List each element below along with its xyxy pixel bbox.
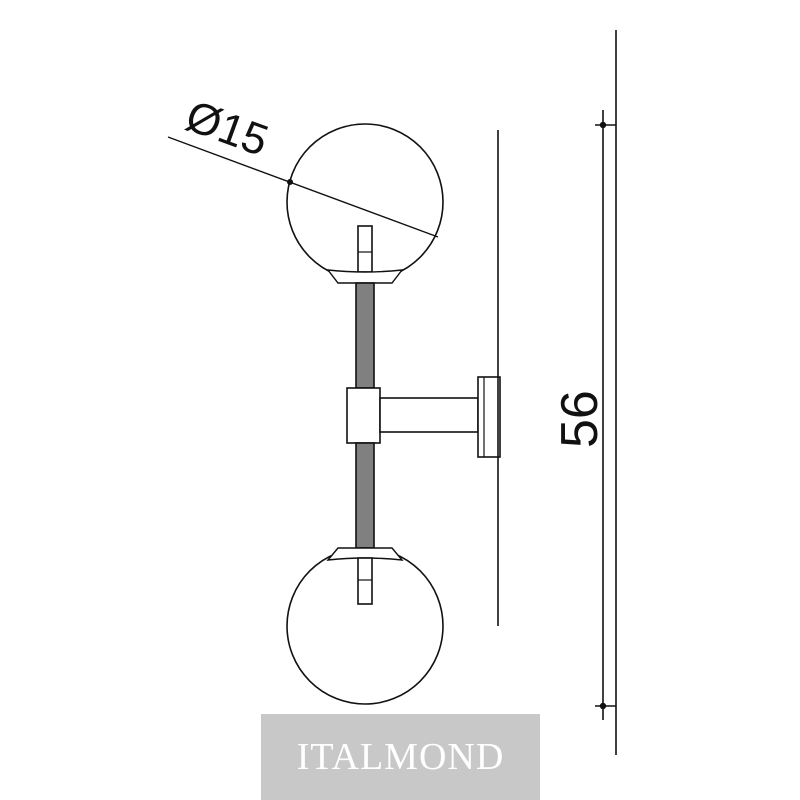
upper-bulb-holder (357, 225, 373, 273)
height-dimension: 56 (551, 30, 617, 755)
diameter-dimension: Ø15 (167, 91, 439, 238)
upper-globe (286, 123, 444, 284)
diameter-leader-line (167, 136, 439, 238)
height-label: 56 (551, 390, 609, 448)
wall-plate-outer (477, 376, 501, 458)
wall-arm (379, 376, 501, 458)
lower-rod (355, 442, 375, 549)
watermark-banner: ITALMOND (261, 714, 540, 800)
lower-globe (286, 547, 444, 705)
upper-rod (355, 282, 375, 389)
lower-bulb-holder (357, 557, 373, 605)
upper-globe-cup (326, 269, 404, 284)
wall-arm-tube (379, 397, 479, 433)
center-hub (346, 387, 381, 444)
diameter-label: Ø15 (180, 91, 275, 165)
watermark-logo-text: ITALMOND (296, 736, 505, 778)
